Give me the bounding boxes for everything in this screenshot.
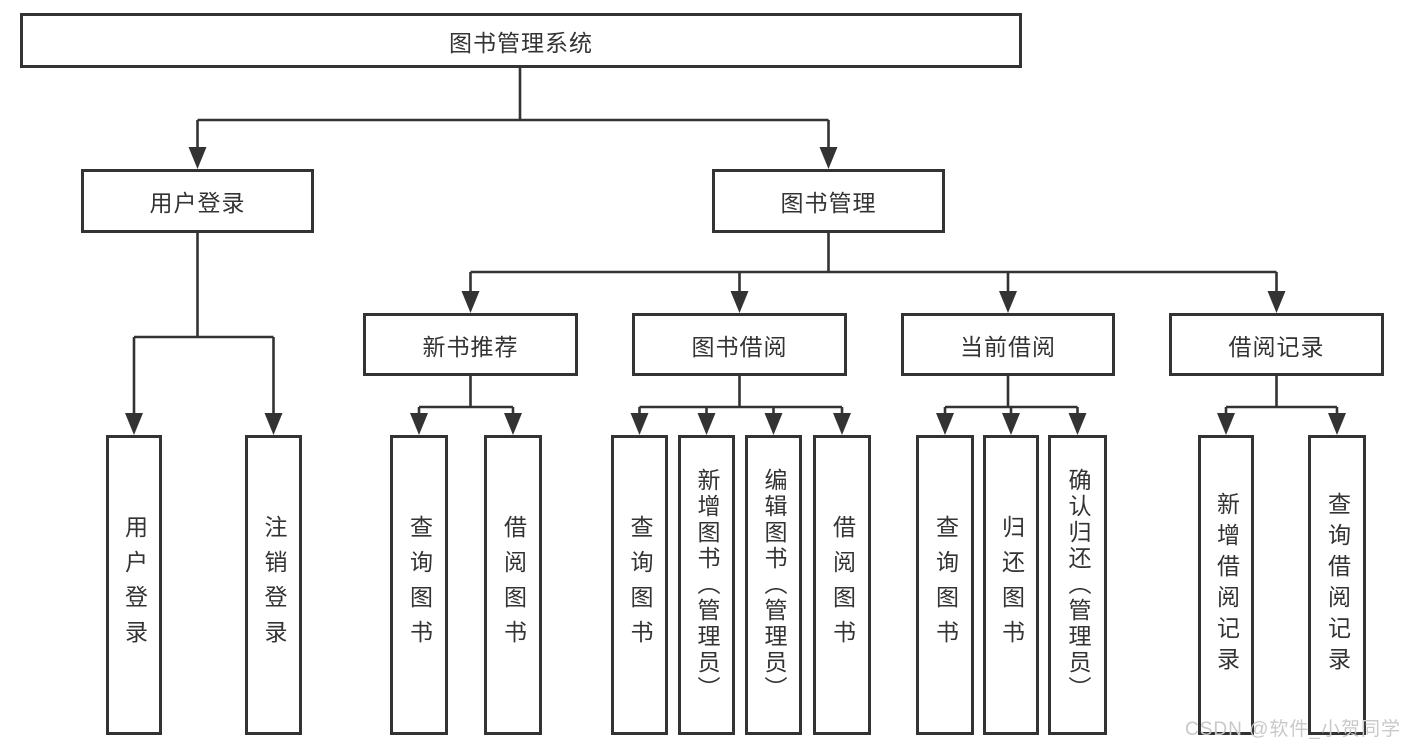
leaf-confirm-return-admin: 确认归还（管理员） <box>1048 435 1107 735</box>
leaf-query-books-2: 查询图书 <box>611 435 668 735</box>
leaf-logout: 注销登录 <box>245 435 302 735</box>
leaf-confirm-return-admin-label: 确认归还（管理员） <box>1065 468 1091 702</box>
leaf-query-borrow-record-label: 查询借阅记录 <box>1324 492 1351 678</box>
node-book-borrowing: 图书借阅 <box>632 313 847 376</box>
leaf-edit-books-admin: 编辑图书（管理员） <box>745 435 802 735</box>
leaf-add-books-admin: 新增图书（管理员） <box>678 435 735 735</box>
leaf-borrow-books-2-label: 借阅图书 <box>829 515 856 655</box>
leaf-query-books-2-label: 查询图书 <box>627 515 653 655</box>
leaf-user-login: 用户登录 <box>106 435 162 735</box>
leaf-add-books-admin-label: 新增图书（管理员） <box>694 468 720 702</box>
node-book-borrowing-label: 图书借阅 <box>691 333 788 360</box>
node-borrowing-records: 借阅记录 <box>1169 313 1384 376</box>
leaf-borrow-books-1: 借阅图书 <box>484 435 542 735</box>
leaf-borrow-books-1-label: 借阅图书 <box>500 515 527 655</box>
node-new-book-recommend-label: 新书推荐 <box>422 333 519 360</box>
leaf-query-books-3-label: 查询图书 <box>932 515 959 655</box>
leaf-query-borrow-record: 查询借阅记录 <box>1308 435 1366 735</box>
node-root: 图书管理系统 <box>20 13 1022 68</box>
leaf-query-books-1-label: 查询图书 <box>406 515 433 655</box>
leaf-user-login-label: 用户登录 <box>121 515 148 655</box>
node-user-login-label: 用户登录 <box>149 190 246 216</box>
node-book-management: 图书管理 <box>712 169 945 233</box>
leaf-query-books-1: 查询图书 <box>390 435 448 735</box>
leaf-add-borrow-record: 新增借阅记录 <box>1198 435 1254 735</box>
node-current-borrowing: 当前借阅 <box>901 313 1115 376</box>
leaf-add-borrow-record-label: 新增借阅记录 <box>1213 492 1240 678</box>
node-new-book-recommend: 新书推荐 <box>363 313 578 376</box>
node-book-management-label: 图书管理 <box>780 190 877 216</box>
leaf-return-books: 归还图书 <box>983 435 1039 735</box>
node-borrowing-records-label: 借阅记录 <box>1228 333 1325 360</box>
leaf-return-books-label: 归还图书 <box>998 515 1025 655</box>
leaf-logout-label: 注销登录 <box>261 515 287 655</box>
leaf-edit-books-admin-label: 编辑图书（管理员） <box>761 468 787 702</box>
leaf-borrow-books-2: 借阅图书 <box>813 435 871 735</box>
leaf-query-books-3: 查询图书 <box>916 435 974 735</box>
node-current-borrowing-label: 当前借阅 <box>960 333 1056 360</box>
node-root-label: 图书管理系统 <box>449 29 593 56</box>
node-user-login: 用户登录 <box>81 169 314 233</box>
